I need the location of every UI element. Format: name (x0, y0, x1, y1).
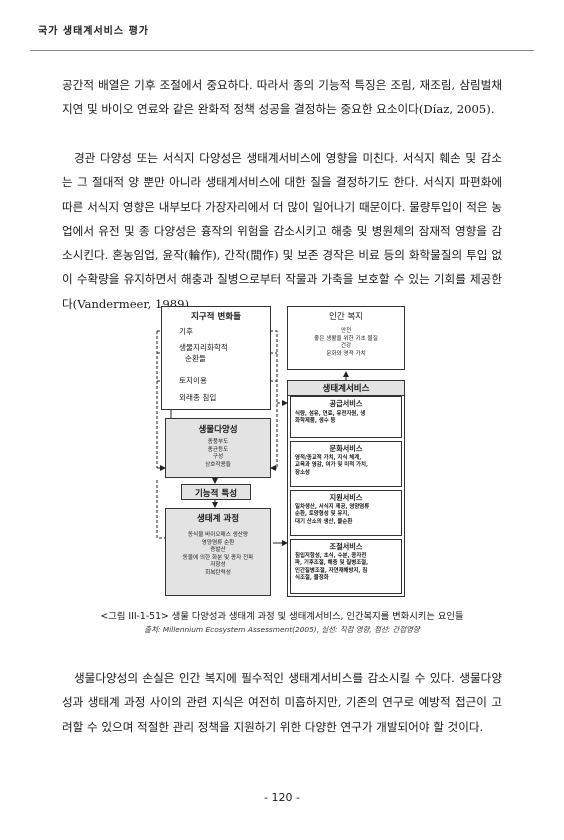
supporting-box: 지원서비스 일차생산, 서식지 제공, 영양염류 순환, 토양형성 및 유지, … (290, 490, 402, 536)
ecosystem-services-title: 생태계서비스 (288, 381, 404, 396)
human-wellbeing-line-1: 안전 (340, 328, 352, 334)
biodiversity-line-4: 상호작용들 (205, 461, 231, 468)
paragraph-1: 공간적 배열은 기후 조절에서 중요하다. 따라서 종의 기능적 특징은 조림,… (62, 78, 502, 117)
ecosystem-process-line-2: 영양염류 순환 (201, 539, 235, 546)
regulating-box: 조절서비스 침입저항성, 초식, 수분, 종자전 파, 기후조절, 해충 및 질… (290, 539, 402, 594)
ecosystem-services-box: 생태계서비스 공급서비스 식량, 섬유, 연료, 유전자원, 생 화학제품, 생… (287, 380, 405, 597)
functional-traits-title: 기능적 특성 (194, 489, 238, 499)
provisioning-line-1: 식량, 섬유, 연료, 유전자원, 생 (295, 411, 366, 417)
regulating-line-3: 인간질병조절, 자연재해방지, 침 (295, 567, 368, 574)
ecosystem-process-line-1: 동식물 바이오매스 생산량 (187, 532, 249, 538)
cultural-line-3: 장소성 (295, 469, 310, 476)
global-change-biogeochem: 생물지리화학적 (179, 343, 228, 352)
page-number: - 120 - (264, 791, 300, 804)
regulating-line-4: 식조절, 물정화 (295, 574, 329, 581)
ecosystem-process-line-6: 회복탄력성 (205, 569, 231, 576)
supporting-title: 지원서비스 (329, 493, 363, 502)
figure-caption: <그림 III-1-51> 생물 다양성과 생태계 과정 및 생태계서비스, 인… (100, 611, 464, 622)
provisioning-box: 공급서비스 식량, 섬유, 연료, 유전자원, 생 화학제품, 생수 등 (290, 396, 402, 438)
human-wellbeing-box: 인간 복지 안전 좋은 생활을 위한 기초 물질 건강 문화와 영적 가치 (287, 306, 405, 370)
provisioning-title: 공급서비스 (329, 399, 363, 408)
functional-traits-box: 기능적 특성 (181, 484, 251, 500)
global-change-box: 지구적 변화들 (161, 306, 271, 410)
paragraph-3-text: 생물다양성의 손실은 인간 복지에 필수적인 생태계서비스를 감소시킬 수 있다… (62, 671, 502, 734)
cultural-title: 문화서비스 (329, 444, 363, 453)
cultural-line-2: 교육과 영감, 여가 및 미적 가치, (295, 462, 368, 469)
ecosystem-diagram: 지구적 변화들 기후 생물지리화학적 순환들 토지이용 외래종 침입 인간 복지… (155, 303, 410, 599)
regulating-title: 조절서비스 (329, 542, 363, 551)
cultural-box: 문화서비스 영적/종교적 가치, 지식 체계, 교육과 영감, 여가 및 미적 … (290, 441, 402, 487)
biodiversity-line-3: 구성 (212, 454, 224, 461)
human-wellbeing-title: 인간 복지 (329, 312, 363, 322)
paragraph-2: 경관 다양성 또는 서식지 다양성은 생태계서비스에 영향을 미친다. 서식지 … (62, 146, 502, 316)
human-wellbeing-line-2: 좋은 생활을 위한 기초 물질 (314, 335, 378, 342)
global-change-landuse: 토지이용 (179, 376, 207, 385)
ecosystem-process-title: 생태계 과정 (196, 514, 240, 524)
paragraph-2-text: 경관 다양성 또는 서식지 다양성은 생태계서비스에 영향을 미친다. 서식지 … (62, 151, 502, 311)
ecosystem-process-line-4: 동물에 의한 화분 및 종자 전파 (182, 554, 254, 561)
regulating-line-1: 침입저항성, 초식, 수분, 종자전 (295, 553, 367, 559)
paragraph-3: 생물다양성의 손실은 인간 복지에 필수적인 생태계서비스를 감소시킬 수 있다… (62, 666, 502, 739)
ecosystem-process-box: 생태계 과정 동식물 바이오매스 생산량 영양염류 순환 증발산 동물에 의한 … (165, 508, 271, 596)
supporting-line-2: 순환, 토양형성 및 유지, (295, 511, 350, 518)
regulating-line-2: 파, 기후조절, 해충 및 질병조절, (295, 560, 369, 567)
ecosystem-process-line-5: 저항성 (210, 562, 226, 569)
ecosystem-process-line-3: 증발산 (210, 547, 226, 554)
global-change-title: 지구적 변화들 (191, 312, 241, 322)
biodiversity-line-2: 종균등도 (207, 446, 229, 453)
global-change-climate: 기후 (179, 327, 193, 336)
biodiversity-title: 생물다양성 (198, 425, 238, 435)
global-change-cycles: 순환들 (185, 354, 206, 363)
biodiversity-box: 생물다양성 종풍부도 종균등도 구성 상호작용들 (165, 418, 271, 478)
running-header: 국가 생태계서비스 평가 (38, 26, 149, 37)
header-divider (30, 50, 534, 51)
figure-source: 출처: Millennium Ecosystem Assessment(2005… (144, 625, 420, 634)
provisioning-line-2: 화학제품, 생수 등 (295, 418, 336, 425)
cultural-line-1: 영적/종교적 가치, 지식 체계, (295, 455, 362, 461)
supporting-line-1: 일차생산, 서식지 제공, 영양염류 (295, 504, 370, 510)
biodiversity-line-1: 종풍부도 (207, 439, 229, 445)
global-change-invasive: 외래종 침입 (179, 393, 217, 402)
human-wellbeing-line-4: 문화와 영적 가치 (326, 350, 366, 357)
supporting-line-3: 대기 산소의 생산, 물순환 (295, 518, 353, 525)
human-wellbeing-line-3: 건강 (340, 343, 352, 350)
